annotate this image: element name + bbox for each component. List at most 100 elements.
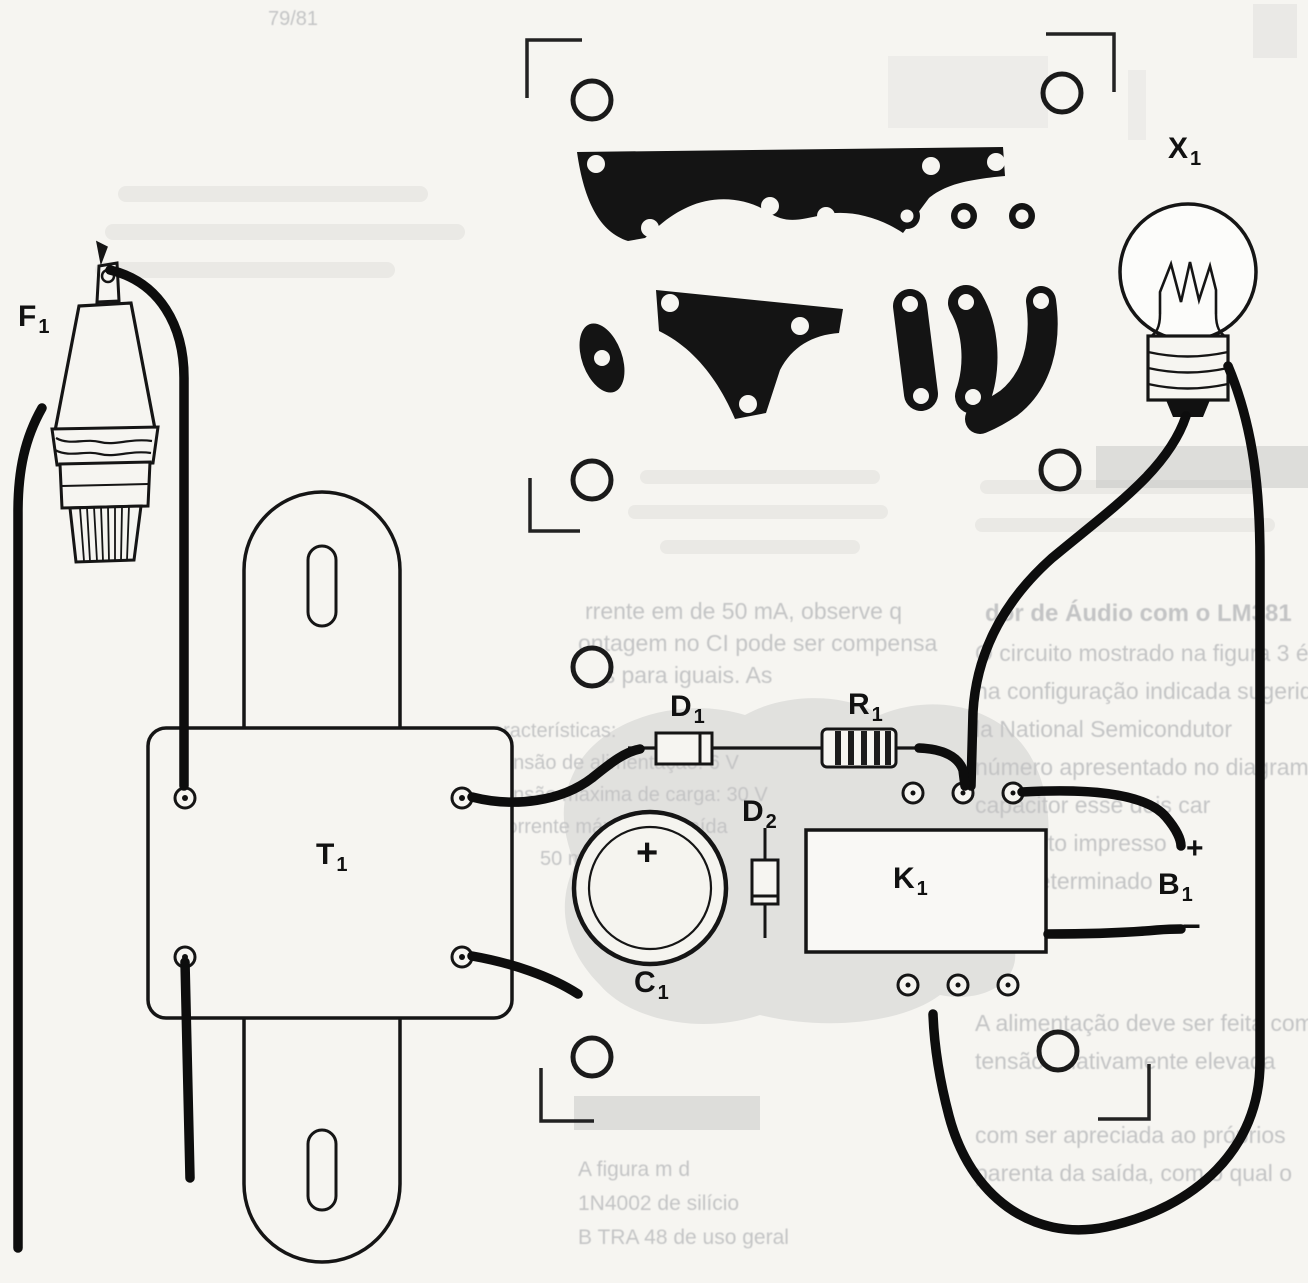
trace-pads xyxy=(894,203,1035,229)
capacitor-c1 xyxy=(571,809,729,967)
capacitor-c1-can xyxy=(571,809,729,967)
diode-d1-resistor-r1 xyxy=(628,727,920,769)
wire-relay-to-battery-minus xyxy=(1043,924,1186,939)
bleedthrough-text-line: na configuração indicada sugerida xyxy=(975,678,1308,704)
mounting-hole xyxy=(1038,448,1082,492)
relay-k1 xyxy=(804,781,1048,997)
label-c1-base: C xyxy=(634,966,657,999)
bulb-contact-tip xyxy=(1166,400,1210,417)
trace-hook xyxy=(965,286,1058,434)
bleedthrough-smudge xyxy=(975,518,1275,532)
wire-transformer-to-d1 xyxy=(467,744,645,807)
label-r1: R1 xyxy=(848,688,884,727)
label-d1-sub: 1 xyxy=(693,706,706,728)
label-t1-base: T xyxy=(316,838,336,871)
bleedthrough-text-line: rrente em de 50 mA, observe q xyxy=(585,598,903,624)
resistor-r1-body xyxy=(820,727,898,769)
label-c1-sub: 1 xyxy=(657,982,670,1004)
fuse-skirt-ribs xyxy=(79,505,130,562)
battery-plus-mark: + xyxy=(1186,832,1204,865)
label-k1-sub: 1 xyxy=(916,878,929,900)
label-x1-sub: 1 xyxy=(1190,148,1203,170)
transformer-body xyxy=(146,726,514,1020)
mounting-hole xyxy=(570,78,614,122)
mounting-hole xyxy=(570,1035,614,1079)
bleedthrough-text-line: 1N4002 de silício xyxy=(578,1192,740,1215)
bleedthrough-smudge xyxy=(118,186,428,202)
mounting-hole xyxy=(1036,1029,1080,1073)
capacitor-c1-inner-ring xyxy=(587,825,713,951)
label-f1: F1 xyxy=(18,300,50,339)
wires xyxy=(13,265,1265,1253)
label-x1-base: X xyxy=(1168,132,1190,165)
mounting-holes xyxy=(570,71,1084,1079)
bleedthrough-smudge xyxy=(660,540,860,554)
bracket-top-right xyxy=(1046,32,1116,92)
wire-left-outer xyxy=(13,403,47,1253)
label-x1: X1 xyxy=(1168,132,1202,171)
transformer-slot-top xyxy=(306,544,338,628)
battery-minus-mark: − xyxy=(1182,908,1201,944)
label-r1-base: R xyxy=(848,688,871,721)
label-f1-sub: 1 xyxy=(38,316,51,338)
fuse-pin xyxy=(95,240,108,266)
relay-k1-body xyxy=(804,828,1048,954)
bracket-bottom-left xyxy=(539,1068,594,1123)
bleedthrough-smudge xyxy=(640,470,880,484)
bulb-screw-ridges xyxy=(1147,350,1229,390)
wire-relay-to-battery-plus xyxy=(1017,786,1186,851)
label-f1-base: F xyxy=(18,300,38,333)
wire-fuse-to-transformer xyxy=(105,265,189,791)
label-d1: D1 xyxy=(670,690,706,729)
wire-r1-to-relay xyxy=(914,743,970,791)
bleedthrough-text-line: tensão relativamente elevada xyxy=(975,1048,1276,1074)
label-b1: B1 xyxy=(1158,868,1194,907)
label-b1-sub: 1 xyxy=(1181,884,1194,906)
capacitor-plus-mark: + xyxy=(636,832,659,874)
label-b1-base: B xyxy=(1158,868,1181,901)
bracket-mid-left xyxy=(528,478,580,533)
wire-lamp-outer-loop xyxy=(928,361,1265,1235)
bleedthrough-text-line: aracterísticas: xyxy=(492,720,617,742)
diode-d2 xyxy=(750,828,780,938)
pcb-traces xyxy=(577,147,1058,434)
trace-capsule-1 xyxy=(893,289,938,411)
bleedthrough-text-line: número apresentado no diagrama xyxy=(975,754,1308,780)
fuse-collar-line xyxy=(61,483,149,487)
label-t1-sub: 1 xyxy=(336,854,349,876)
wire-transformer-bottom-left xyxy=(180,957,195,1183)
resistor-r1-stripes xyxy=(835,731,891,765)
label-r1-sub: 1 xyxy=(871,704,884,726)
label-k1-base: K xyxy=(893,862,916,895)
bleedthrough-text-line: B TRA 48 de uso geral xyxy=(578,1226,789,1249)
bracket-bottom-right xyxy=(1098,1064,1151,1121)
corner-brackets xyxy=(525,32,1151,1123)
diode-d1-body xyxy=(654,731,714,766)
bleedthrough-mark xyxy=(1128,70,1146,140)
wire-transformer-to-c1 xyxy=(467,951,583,999)
label-k1: K1 xyxy=(893,862,929,901)
bleedthrough-text-line: A alimentação deve ser feita com xyxy=(975,1010,1308,1036)
lamp-x1 xyxy=(1118,202,1258,417)
fuse-thread-lines xyxy=(54,437,153,457)
fuse-holder-f1 xyxy=(50,240,160,564)
fuse-cone xyxy=(53,301,157,433)
bulb-filament xyxy=(1158,259,1218,314)
mounting-hole xyxy=(570,458,614,502)
label-d2-base: D xyxy=(742,795,765,828)
bracket-top-left xyxy=(525,38,582,98)
bleedthrough-smudge xyxy=(95,262,395,278)
bleedthrough-highlight-bar xyxy=(1096,446,1308,488)
bleedthrough-text-line: 79/81 xyxy=(268,8,319,30)
bleedthrough-text-line: A figura m d xyxy=(578,1158,691,1181)
bleedthrough-text-line: dor de Áudio com o LM381 xyxy=(985,600,1292,627)
label-t1: T1 xyxy=(316,838,348,877)
bulb-screw-base xyxy=(1146,334,1230,402)
bleedthrough-text-line: parenta da saída, com o qual o xyxy=(975,1160,1293,1186)
trace-capsule-2 xyxy=(948,285,998,414)
mounting-hole xyxy=(1040,71,1084,115)
bleedthrough-mark xyxy=(888,56,1048,128)
